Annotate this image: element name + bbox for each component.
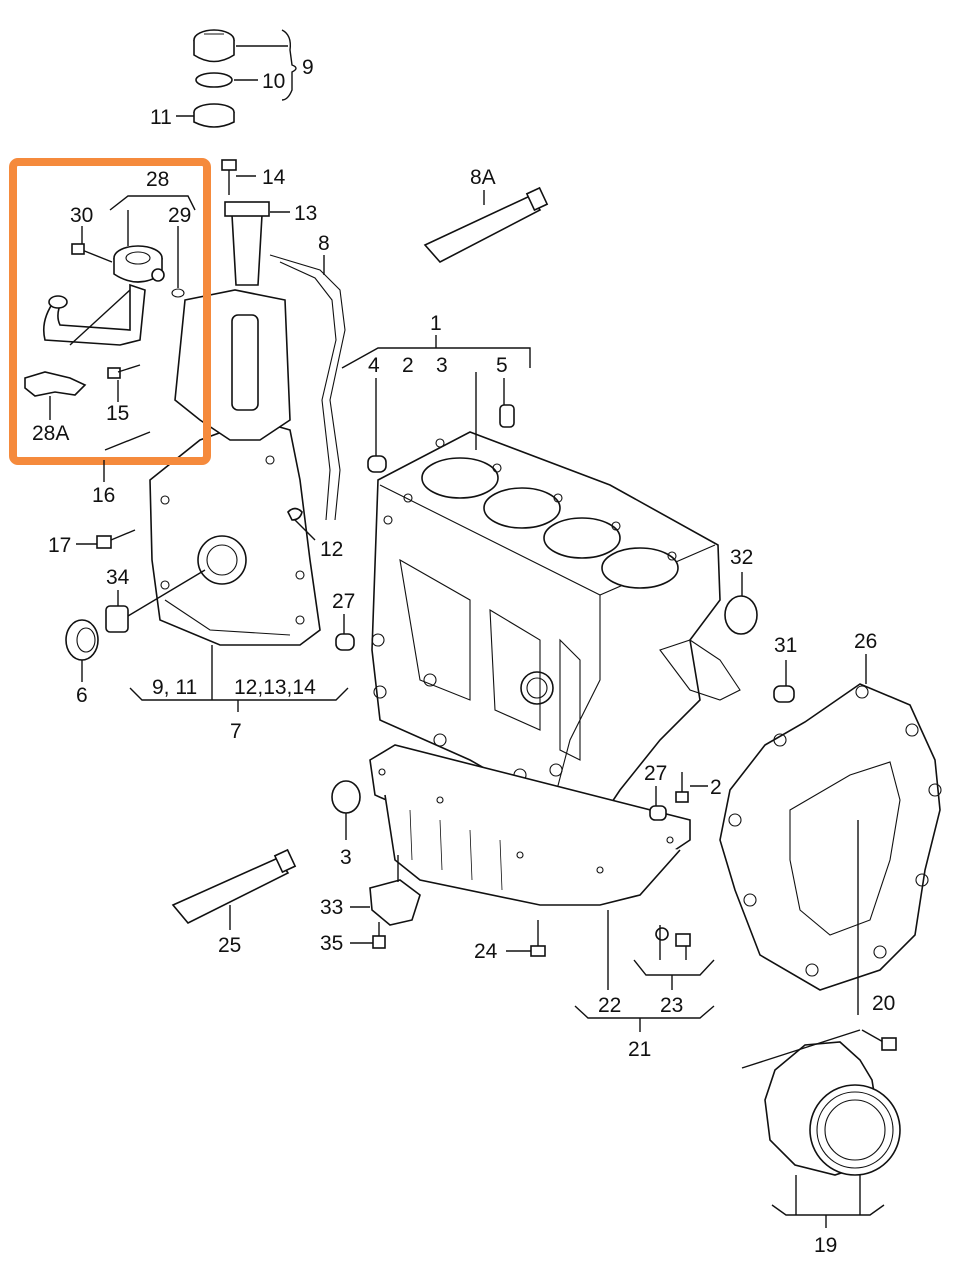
- label-19: 19: [814, 1234, 837, 1257]
- oil-level-sensor: [369, 855, 421, 926]
- label-28: 28: [146, 168, 169, 191]
- label-4: 4: [368, 354, 380, 377]
- sealant-tube-25: [171, 848, 297, 924]
- crankcase-breather: [42, 243, 185, 346]
- dowel-27b: [649, 805, 667, 821]
- label-22: 22: [598, 994, 621, 1017]
- label-3-bottom: 3: [340, 846, 352, 869]
- label-7: 7: [230, 720, 242, 743]
- oil-pan: [369, 744, 691, 906]
- oil-filler-cap: [193, 29, 235, 63]
- label-31: 31: [774, 634, 797, 657]
- label-12: 12: [320, 538, 343, 561]
- label-29: 29: [168, 204, 191, 227]
- bolt-17: [96, 529, 136, 549]
- sealant-tube-8a: [423, 186, 549, 263]
- label-8a: 8A: [470, 166, 496, 189]
- bolt-14: [221, 159, 237, 195]
- label-14: 14: [262, 166, 286, 189]
- bolt-15: [107, 364, 141, 379]
- clip-28a: [24, 371, 87, 397]
- label-28a: 28A: [32, 422, 69, 445]
- label-21: 21: [628, 1038, 651, 1061]
- label-32: 32: [730, 546, 753, 569]
- label-12-13-14: 12,13,14: [234, 676, 316, 699]
- label-2-top: 2: [402, 354, 414, 377]
- label-24: 24: [474, 940, 498, 963]
- seal-6: [65, 619, 99, 661]
- bolt-35: [372, 922, 386, 949]
- label-25: 25: [218, 934, 241, 957]
- drain-plug-23: [655, 927, 691, 947]
- dowel-31: [773, 685, 795, 703]
- label-20: 20: [872, 992, 895, 1015]
- label-9-11: 9, 11: [152, 676, 197, 699]
- label-26: 26: [854, 630, 877, 653]
- label-1: 1: [430, 312, 442, 335]
- label-11: 11: [150, 106, 172, 129]
- part-labels: 9 10 11 14 13 8A 8 28 30 29 15 28A 16 1 …: [32, 56, 895, 1257]
- label-23: 23: [660, 994, 683, 1017]
- plug-3: [331, 780, 361, 814]
- bolt-2: [675, 772, 689, 803]
- label-10: 10: [262, 70, 285, 93]
- label-6: 6: [76, 684, 88, 707]
- dowel-4: [367, 455, 387, 473]
- bushing-34: [105, 605, 129, 633]
- label-30: 30: [70, 204, 93, 227]
- label-27-left: 27: [332, 590, 355, 613]
- label-27-right: 27: [644, 762, 667, 785]
- label-5: 5: [496, 354, 508, 377]
- label-2-bottom: 2: [710, 776, 722, 799]
- leader-lines: [49, 29, 885, 1228]
- label-17: 17: [48, 534, 71, 557]
- bolt-24: [530, 920, 546, 957]
- label-33: 33: [320, 896, 343, 919]
- clip-12: [287, 507, 303, 521]
- label-8: 8: [318, 232, 330, 255]
- gasket-26: [719, 683, 942, 991]
- bolt-20: [861, 1029, 897, 1051]
- highlight-box: [9, 158, 211, 465]
- label-9: 9: [302, 56, 314, 79]
- label-35: 35: [320, 932, 343, 955]
- label-34: 34: [106, 566, 130, 589]
- engine-block: [371, 431, 741, 842]
- dowel-5: [499, 404, 515, 428]
- seal: [193, 103, 235, 128]
- bolt-16: [104, 431, 151, 451]
- dowel-27a: [335, 633, 355, 651]
- label-15: 15: [106, 402, 129, 425]
- label-3-top: 3: [436, 354, 448, 377]
- label-16: 16: [92, 484, 115, 507]
- cap-32: [724, 595, 758, 635]
- o-ring: [195, 72, 233, 88]
- timing-cover: [149, 419, 321, 646]
- rear-seal-flange: [764, 1041, 901, 1176]
- label-13: 13: [294, 202, 317, 225]
